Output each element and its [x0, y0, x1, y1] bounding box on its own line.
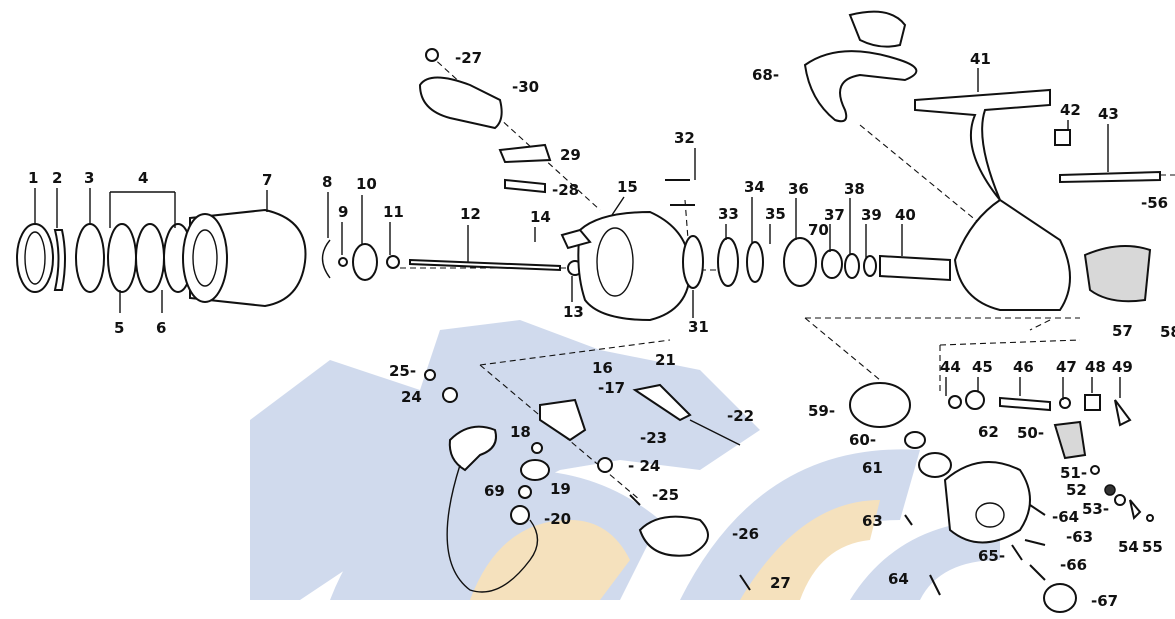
leader-lines [34, 68, 1121, 400]
label-13: 13 [563, 303, 584, 321]
label-33: 33 [718, 205, 739, 223]
label-11: 11 [383, 203, 404, 221]
label-24a: 24 [401, 388, 422, 406]
label-50: 50- [1017, 424, 1044, 442]
label-14: 14 [530, 208, 551, 226]
body-assembly [803, 10, 1161, 311]
label-49: 49 [1112, 358, 1133, 376]
label-34: 34 [744, 178, 765, 196]
label-47: 47 [1056, 358, 1077, 376]
label-45: 45 [972, 358, 993, 376]
label-61: 61 [862, 459, 883, 477]
label-21: 21 [655, 351, 676, 369]
label-5: 5 [114, 319, 124, 337]
label-48: 48 [1085, 358, 1106, 376]
label-1: 1 [28, 169, 38, 187]
label-42: 42 [1060, 101, 1081, 119]
label-27a: -27 [455, 49, 482, 67]
label-39: 39 [861, 206, 882, 224]
label-28: -28 [552, 181, 579, 199]
label-7: 7 [262, 171, 272, 189]
label-24b: - 24 [628, 457, 660, 475]
label-59: 59- [808, 402, 835, 420]
label-55: 55 [1142, 538, 1163, 556]
spool-assembly [16, 208, 583, 308]
label-17: -17 [598, 379, 625, 397]
label-67: -67 [1091, 592, 1118, 610]
label-56: -56 [1141, 194, 1168, 212]
label-46: 46 [1013, 358, 1034, 376]
label-15: 15 [617, 178, 638, 196]
label-19: 19 [550, 480, 571, 498]
label-70: 70 [808, 221, 829, 239]
label-30: -30 [512, 78, 539, 96]
label-54: 54 [1118, 538, 1139, 556]
label-40: 40 [895, 206, 916, 224]
label-23: -23 [640, 429, 667, 447]
part-labels: 1 2 3 4 5 6 7 8 9 10 11 12 13 14 15 16 -… [28, 49, 1175, 610]
label-4: 4 [138, 169, 148, 187]
label-10: 10 [356, 175, 377, 193]
label-44: 44 [940, 358, 961, 376]
label-53: 53- [1082, 500, 1109, 518]
label-22: -22 [727, 407, 754, 425]
label-63a: 63 [862, 512, 883, 530]
label-58: 58 [1160, 323, 1175, 341]
label-65: 65- [978, 547, 1005, 565]
label-2: 2 [52, 169, 62, 187]
label-6: 6 [156, 319, 166, 337]
label-51: 51- [1060, 464, 1087, 482]
label-41: 41 [970, 50, 991, 68]
label-16: 16 [592, 359, 613, 377]
label-57: 57 [1112, 322, 1133, 340]
label-25b: -25 [652, 486, 679, 504]
label-25a: 25- [389, 362, 416, 380]
label-12: 12 [460, 205, 481, 223]
label-3: 3 [84, 169, 94, 187]
label-69: 69 [484, 482, 505, 500]
label-64a: -64 [1052, 508, 1079, 526]
label-9: 9 [338, 203, 348, 221]
label-36: 36 [788, 180, 809, 198]
label-29: 29 [560, 146, 581, 164]
label-60: 60- [849, 431, 876, 449]
label-37: 37 [824, 206, 845, 224]
label-62: 62 [978, 423, 999, 441]
label-43: 43 [1098, 105, 1119, 123]
label-66: -66 [1060, 556, 1087, 574]
bail-assembly [424, 369, 751, 593]
watermark-logo [250, 320, 1000, 600]
label-63b: -63 [1066, 528, 1093, 546]
label-26: -26 [732, 525, 759, 543]
label-52: 52 [1066, 481, 1087, 499]
label-18: 18 [510, 423, 531, 441]
label-32: 32 [674, 129, 695, 147]
rotor-assembly [418, 48, 951, 322]
label-31: 31 [688, 318, 709, 336]
label-68: 68- [752, 66, 779, 84]
label-8: 8 [322, 173, 332, 191]
drag-assembly [849, 382, 1154, 613]
label-64b: 64 [888, 570, 909, 588]
label-20: -20 [544, 510, 571, 528]
label-38: 38 [844, 180, 865, 198]
label-27b: 27 [770, 574, 791, 592]
label-35: 35 [765, 205, 786, 223]
